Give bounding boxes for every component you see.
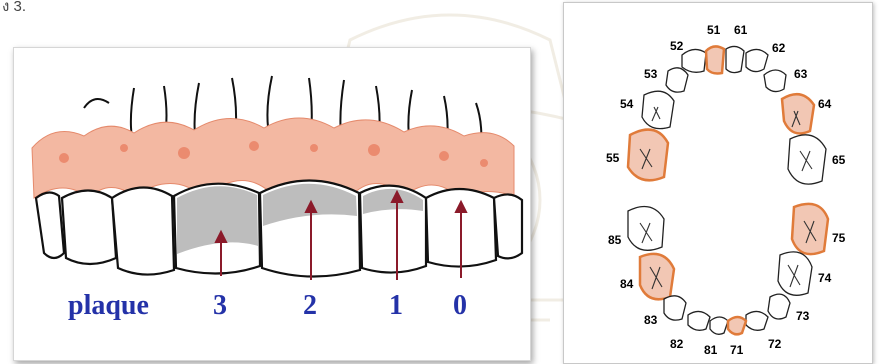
tooth-num-74: 74 xyxy=(818,271,831,285)
tooth-73 xyxy=(768,294,790,319)
tooth-52 xyxy=(682,49,706,72)
tooth-num-84: 84 xyxy=(620,277,633,291)
tooth-num-64: 64 xyxy=(818,97,831,111)
tooth-83 xyxy=(664,296,686,320)
tooth-num-73: 73 xyxy=(796,309,809,323)
tooth-num-62: 62 xyxy=(772,41,785,55)
tooth-num-72: 72 xyxy=(768,337,781,351)
tooth-num-52: 52 xyxy=(670,39,683,53)
tooth-82 xyxy=(688,311,710,330)
top-text-fragment: ง 3. xyxy=(2,0,26,18)
tooth-75 xyxy=(792,204,828,254)
tooth-num-63: 63 xyxy=(794,67,807,81)
score-1: 1 xyxy=(389,290,403,322)
score-2: 2 xyxy=(303,290,317,322)
tooth-num-55: 55 xyxy=(606,151,619,165)
tooth-53 xyxy=(666,68,688,92)
tooth-chart-panel: 51 61 52 62 53 63 54 64 55 65 85 75 84 7… xyxy=(563,2,873,364)
tooth-61 xyxy=(726,46,744,72)
tooth-far-left xyxy=(36,192,64,258)
tooth-num-65: 65 xyxy=(832,153,845,167)
tooth-54 xyxy=(642,91,674,128)
tooth-num-82: 82 xyxy=(670,337,683,351)
tooth-num-51: 51 xyxy=(707,23,720,37)
tooth-num-83: 83 xyxy=(644,313,657,327)
tooth-num-71: 71 xyxy=(730,343,743,357)
tooth-64 xyxy=(782,94,814,133)
tooth-num-54: 54 xyxy=(620,97,633,111)
score-0: 0 xyxy=(453,290,467,322)
tooth-2 xyxy=(112,187,174,274)
plaque-label: plaque xyxy=(68,290,149,322)
tooth-51 xyxy=(706,46,724,73)
tooth-num-61: 61 xyxy=(734,23,747,37)
tooth-num-81: 81 xyxy=(704,343,717,357)
tooth-72 xyxy=(746,311,768,330)
tooth-71 xyxy=(728,317,746,334)
tooth-63 xyxy=(764,70,786,92)
tooth-num-85: 85 xyxy=(608,233,621,247)
tooth-num-75: 75 xyxy=(832,231,845,245)
score-3: 3 xyxy=(213,290,227,322)
tooth-7 xyxy=(494,194,522,258)
tooth-85 xyxy=(628,207,664,251)
tooth-81 xyxy=(710,317,728,334)
tooth-62 xyxy=(746,49,768,71)
dental-arch-chart xyxy=(564,3,872,363)
tooth-1 xyxy=(62,191,116,265)
plaque-index-panel: plaque 3 2 1 0 xyxy=(13,47,531,361)
tooth-num-53: 53 xyxy=(644,67,657,81)
